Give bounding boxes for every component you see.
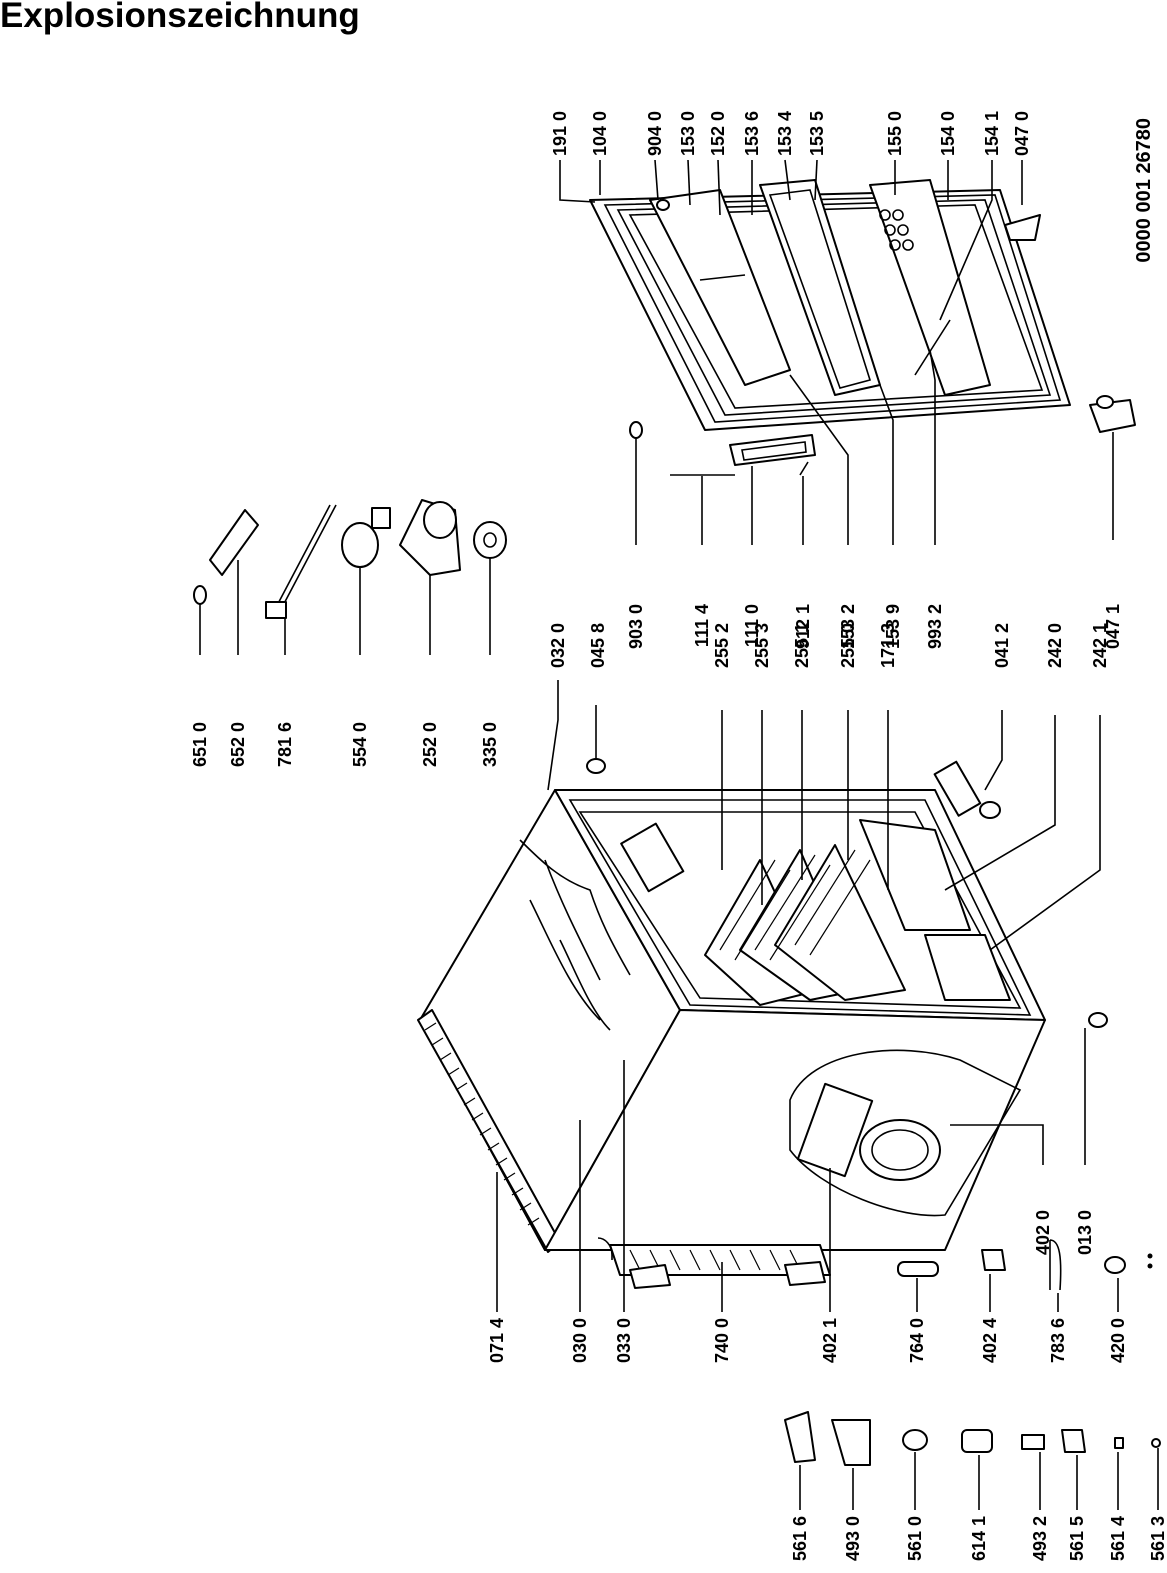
label-252-0: 252 0 <box>420 722 440 767</box>
label-111-4: 111 4 <box>692 604 712 647</box>
label-153-5: 153 5 <box>807 111 827 156</box>
door-assembly <box>589 179 1136 476</box>
label-030-0: 030 0 <box>570 1318 590 1363</box>
label-152-0: 152 0 <box>708 111 728 156</box>
label-155-0: 155 0 <box>885 111 905 156</box>
label-154-1: 154 1 <box>982 111 1002 156</box>
label-561-0: 561 0 <box>905 1516 925 1561</box>
label-013-0: 013 0 <box>1075 1210 1095 1255</box>
label-561-3: 561 3 <box>1148 1516 1167 1561</box>
label-154-0: 154 0 <box>938 111 958 156</box>
page-title: Explosionszeichnung <box>0 0 360 35</box>
label-912-1: 912 1 <box>793 604 813 649</box>
document-number: 0000 001 26780 <box>1133 118 1155 263</box>
label-904-0: 904 0 <box>645 111 665 156</box>
label-420-0: 420 0 <box>1108 1318 1128 1363</box>
label-153-9: 153 9 <box>883 604 903 649</box>
label-191-0: 191 0 <box>550 111 570 156</box>
label-561-4: 561 4 <box>1108 1516 1128 1561</box>
label-045-8: 045 8 <box>588 623 608 668</box>
label-554-0: 554 0 <box>350 722 370 767</box>
label-652-0: 652 0 <box>228 722 248 767</box>
label-493-0: 493 0 <box>843 1516 863 1561</box>
label-047-0: 047 0 <box>1012 111 1032 156</box>
label-402-0: 402 0 <box>1033 1210 1053 1255</box>
label-171-3: 171 3 <box>878 623 898 668</box>
label-153-4: 153 4 <box>775 111 795 156</box>
label-493-2: 493 2 <box>1030 1516 1050 1561</box>
label-993-2: 993 2 <box>925 604 945 649</box>
small-parts <box>784 1239 1161 1466</box>
label-111-0: 111 0 <box>742 604 762 647</box>
label-041-2: 041 2 <box>992 623 1012 668</box>
label-614-1: 614 1 <box>969 1516 989 1561</box>
cabinet-body <box>417 735 1108 1289</box>
label-740-0: 740 0 <box>712 1318 732 1363</box>
label-781-6: 781 6 <box>275 722 295 767</box>
part-labels: 071 4 030 0 033 0 740 0 402 1 764 0 402 … <box>190 111 1167 1561</box>
label-255-2: 255 2 <box>712 623 732 668</box>
label-071-4: 071 4 <box>487 1318 507 1363</box>
label-047-1: 047 1 <box>1103 604 1123 649</box>
label-255-3: 255 3 <box>752 623 772 668</box>
label-903-0: 903 0 <box>626 604 646 649</box>
label-783-6: 783 6 <box>1048 1318 1068 1363</box>
label-104-0: 104 0 <box>590 111 610 156</box>
label-153-6: 153 6 <box>742 111 762 156</box>
label-242-1: 242 1 <box>1090 623 1110 668</box>
label-255-0: 255 0 <box>838 623 858 668</box>
label-651-0: 651 0 <box>190 722 210 767</box>
label-402-4: 402 4 <box>980 1318 1000 1363</box>
leader-lines <box>199 159 1159 1510</box>
label-402-1: 402 1 <box>820 1318 840 1363</box>
label-242-0: 242 0 <box>1045 623 1065 668</box>
label-032-0: 032 0 <box>548 623 568 668</box>
label-033-0: 033 0 <box>614 1318 634 1363</box>
control-parts <box>193 499 507 619</box>
label-255-1: 255 1 <box>792 623 812 668</box>
label-561-5: 561 5 <box>1067 1516 1087 1561</box>
label-153-2: 153 2 <box>838 604 858 649</box>
label-153-0: 153 0 <box>678 111 698 156</box>
label-561-6: 561 6 <box>790 1516 810 1561</box>
label-335-0: 335 0 <box>480 722 500 767</box>
label-764-0: 764 0 <box>907 1318 927 1363</box>
